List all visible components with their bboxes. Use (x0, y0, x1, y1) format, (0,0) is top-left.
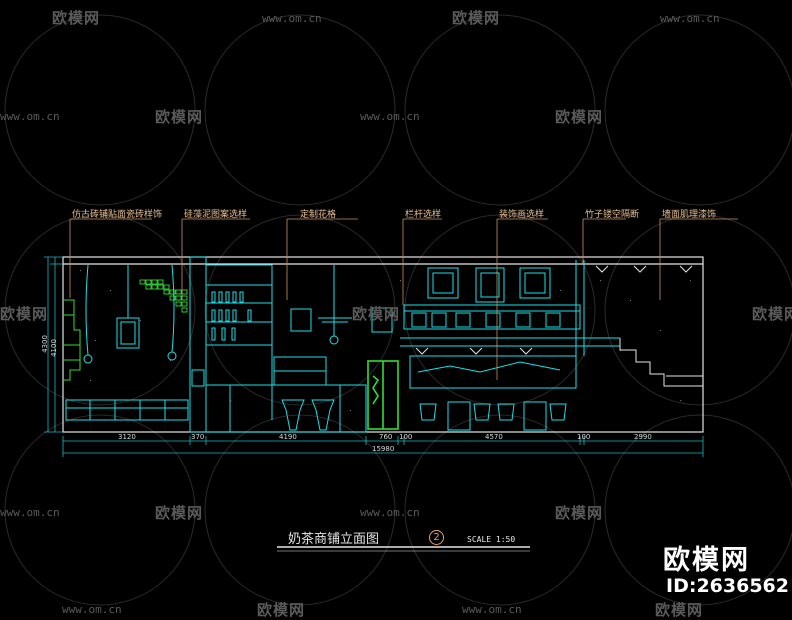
dimension-lines (44, 256, 704, 457)
annotation-label: 装饰画选样 (499, 210, 545, 220)
watermark-logo: 欧模网 (155, 108, 204, 126)
watermark-logo: 欧模网 (52, 9, 101, 27)
annotation-label: 定制花格 (300, 210, 337, 220)
drawing-number: 2 (429, 530, 444, 545)
watermark-url: www.om.cn (62, 603, 122, 616)
watermark-url: www.om.cn (0, 506, 60, 519)
dimension-text: 100 (399, 433, 413, 441)
dimension-height: 4100 (49, 339, 58, 357)
dimension-text: 370 (191, 433, 205, 441)
watermark-logo: 欧模网 (155, 504, 204, 522)
dimension-text: 4570 (485, 433, 503, 441)
watermark-logo: 欧模网 (752, 305, 792, 323)
watermark-logo: 欧模网 (0, 305, 49, 323)
annotation-label: 栏杆选样 (405, 210, 442, 220)
ceiling-spotlights (415, 265, 693, 355)
annotation-label: 仿古砖铺贴面瓷砖样饰 (72, 210, 163, 220)
drawing-scale: SCALE 1:50 (467, 535, 516, 544)
watermark-logo: 欧模网 (352, 305, 401, 323)
wall-outline (62, 256, 704, 433)
green-tile-left (64, 299, 81, 381)
watermark-circles (4, 14, 792, 606)
watermark-logo: 欧模网 (655, 601, 704, 619)
cyan-furniture (65, 256, 620, 433)
annotation-label: 墙面肌理漆饰 (662, 210, 717, 220)
brand-id: ID:2636562 (666, 575, 789, 597)
drawing-title: 奶茶商铺立面图 (288, 532, 380, 547)
dimension-text: 4190 (279, 433, 297, 441)
watermark-logo: 欧模网 (257, 601, 306, 619)
stairs (619, 338, 703, 387)
dimension-text: 760 (379, 433, 393, 441)
wall-texture (80, 270, 691, 411)
annotation-label: 硅藻泥图案选样 (184, 210, 248, 220)
dimension-text: 3120 (118, 433, 136, 441)
watermark-url: www.om.cn (360, 110, 420, 123)
watermark-url: www.om.cn (660, 12, 720, 25)
green-door (367, 360, 399, 430)
watermark-url: www.om.cn (262, 12, 322, 25)
green-tile-pattern (139, 279, 188, 313)
dimension-height: 4300 (40, 335, 49, 353)
title-underline (277, 546, 530, 552)
watermark-logo: 欧模网 (555, 108, 604, 126)
brand-name: 欧模网 (663, 545, 750, 576)
watermark-logo: 欧模网 (452, 9, 501, 27)
watermark-url: www.om.cn (462, 603, 522, 616)
annotation-label: 竹子镂空隔断 (585, 210, 640, 220)
watermark-url: www.om.cn (360, 506, 420, 519)
dimension-total: 15980 (372, 445, 395, 453)
dimension-text: 2990 (634, 433, 652, 441)
watermark-logo: 欧模网 (555, 504, 604, 522)
watermark-url: www.om.cn (0, 110, 60, 123)
dimension-text: 100 (577, 433, 591, 441)
leader-lines (69, 218, 738, 380)
